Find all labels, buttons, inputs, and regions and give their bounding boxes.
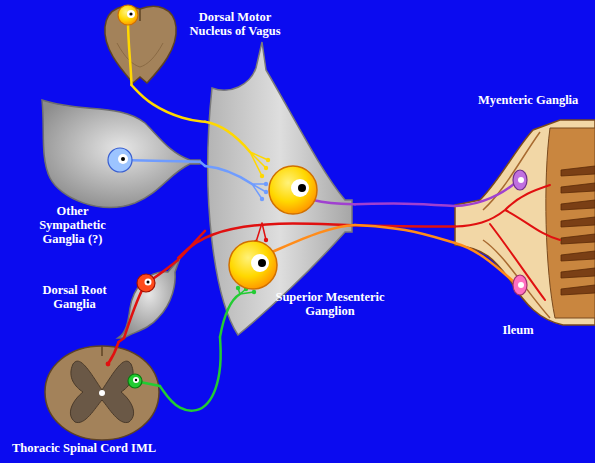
- postganglionic-fiber: [355, 204, 455, 206]
- ganglion-outline: [118, 258, 180, 338]
- node-label: Thoracic Spinal Cord IML: [12, 441, 292, 455]
- villus: [561, 217, 595, 227]
- villus: [561, 268, 595, 278]
- node-outline: [103, 3, 178, 85]
- villus: [561, 234, 595, 244]
- node-label: Dorsal Motor Nucleus of Vagus: [183, 10, 287, 38]
- muscle-layer: [483, 240, 550, 318]
- brainstem-section: [105, 6, 176, 83]
- brainstem-nucleus: Dorsal Motor Nucleus of Vagus: [103, 3, 178, 85]
- intestine-wall: [455, 120, 595, 325]
- central-canal: [99, 390, 105, 396]
- villus: [561, 251, 595, 261]
- node-outline: [455, 120, 595, 325]
- villus: [561, 285, 595, 295]
- node-label: Other Sympathetic Ganglia (?): [30, 204, 115, 246]
- tissue-contour: [117, 43, 163, 67]
- structure-label: Myenteric Ganglia: [478, 93, 578, 107]
- ganglion: Dorsal Root Ganglia: [118, 258, 180, 338]
- muscle-layer: [483, 132, 540, 210]
- dorsal-sulcus: [101, 346, 103, 356]
- villus: [561, 166, 595, 176]
- ganglion: Superior Mesenteric Ganglion: [205, 42, 355, 337]
- node-outline: [45, 342, 160, 440]
- node-label: Ileum: [478, 323, 558, 337]
- vagal-fiber: [132, 85, 206, 122]
- midline-groove: [139, 9, 141, 21]
- gray-matter: [70, 361, 133, 422]
- node-outline: [118, 258, 180, 338]
- sensory-fiber: [180, 231, 205, 258]
- villus: [561, 183, 595, 193]
- white-matter: [45, 346, 159, 440]
- villus: [561, 200, 595, 210]
- spinal-cord-section: Thoracic Spinal Cord IML: [45, 342, 160, 440]
- intestine-section: Ileum: [455, 120, 595, 325]
- preganglionic-fiber: [160, 337, 221, 411]
- mucosa-layer: [546, 128, 595, 318]
- postganglionic-fiber: [355, 225, 455, 243]
- node-label: Dorsal Root Ganglia: [37, 283, 112, 311]
- ganglion-outline: [42, 100, 200, 207]
- node-label: Superior Mesenteric Ganglion: [265, 290, 395, 318]
- ganglion: Other Sympathetic Ganglia (?): [40, 98, 200, 210]
- node-outline: [40, 98, 200, 210]
